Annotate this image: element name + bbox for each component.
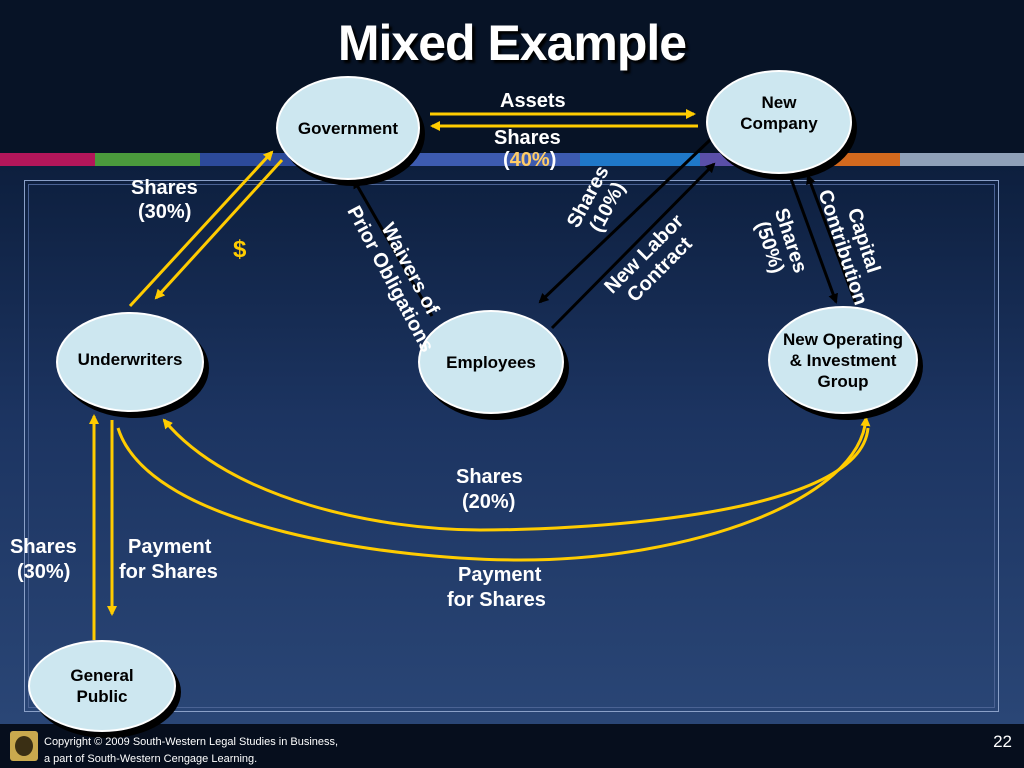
arrow-waivers [352, 178, 434, 317]
node-new-company: New Company [706, 70, 852, 174]
copyright-line-1: Copyright © 2009 South-Western Legal Stu… [44, 736, 339, 748]
publisher-logo-emblem [15, 736, 33, 756]
arrow-labor-contract [550, 162, 716, 330]
content-frame-inner [28, 184, 995, 708]
label-shares-40-pct-value: 40% [509, 149, 550, 171]
stripe-segment [580, 153, 700, 166]
label-shares-30-upper-pct: (30%) [138, 201, 192, 223]
header-band [0, 0, 1024, 158]
stripe-segment [900, 153, 1024, 166]
label-shares-40-pct: (40%) [503, 149, 557, 171]
arrow-payment-to-group [116, 416, 871, 562]
label-payment-group-2: for Shares [447, 589, 546, 611]
label-shares-20: Shares [456, 466, 523, 488]
label-shares-30-lower-pct: (30%) [17, 561, 71, 583]
footer-band [0, 724, 1024, 768]
page-number: 22 [993, 732, 1012, 751]
publisher-logo [10, 731, 38, 761]
node-employees-label: Employees [446, 352, 536, 372]
node-new-group: New Operating & Investment Group [768, 306, 918, 414]
label-shares-30-upper: Shares [131, 177, 198, 199]
node-new-company-label: New Company [740, 93, 818, 133]
copyright-notice: Copyright © 2009 South-Western Legal Stu… [44, 734, 338, 768]
label-shares-30-lower: Shares [10, 536, 77, 558]
label-assets: Assets [500, 90, 566, 112]
node-general-public: General Public [28, 640, 176, 732]
stripe-segment [95, 153, 200, 166]
stripe-segment [0, 153, 95, 166]
node-general-public-label: General Public [70, 666, 134, 706]
node-underwriters-label: Underwriters [77, 349, 183, 369]
arrow-capital-contribution [806, 174, 858, 305]
content-band [0, 166, 1024, 724]
node-underwriters: Underwriters [56, 312, 204, 412]
label-payment-group: Payment [458, 564, 542, 586]
arrow-shares-to-employees [538, 138, 712, 304]
node-new-group-label: New Operating & Investment Group [783, 329, 903, 391]
arrow-dollar-to-government [154, 158, 284, 300]
label-dollar: $ [233, 236, 247, 263]
label-shares-20-pct: (20%) [462, 491, 516, 513]
node-government: Government [276, 76, 420, 180]
stripe-segment [400, 153, 580, 166]
node-government-label: Government [297, 118, 399, 138]
arrow-shares-to-underwriters-from-group [162, 418, 870, 532]
label-shares-40: Shares [494, 127, 561, 149]
label-payment-public-2: for Shares [119, 561, 218, 583]
node-employees: Employees [418, 310, 564, 414]
copyright-line-2: a part of South-Western Cengage Learning… [44, 753, 258, 765]
content-frame [24, 180, 999, 712]
arrow-shares-to-group [788, 175, 838, 304]
slide-title: Mixed Example [337, 15, 687, 71]
arrow-shares-to-underwriters [128, 150, 274, 308]
label-payment-public: Payment [128, 536, 212, 558]
